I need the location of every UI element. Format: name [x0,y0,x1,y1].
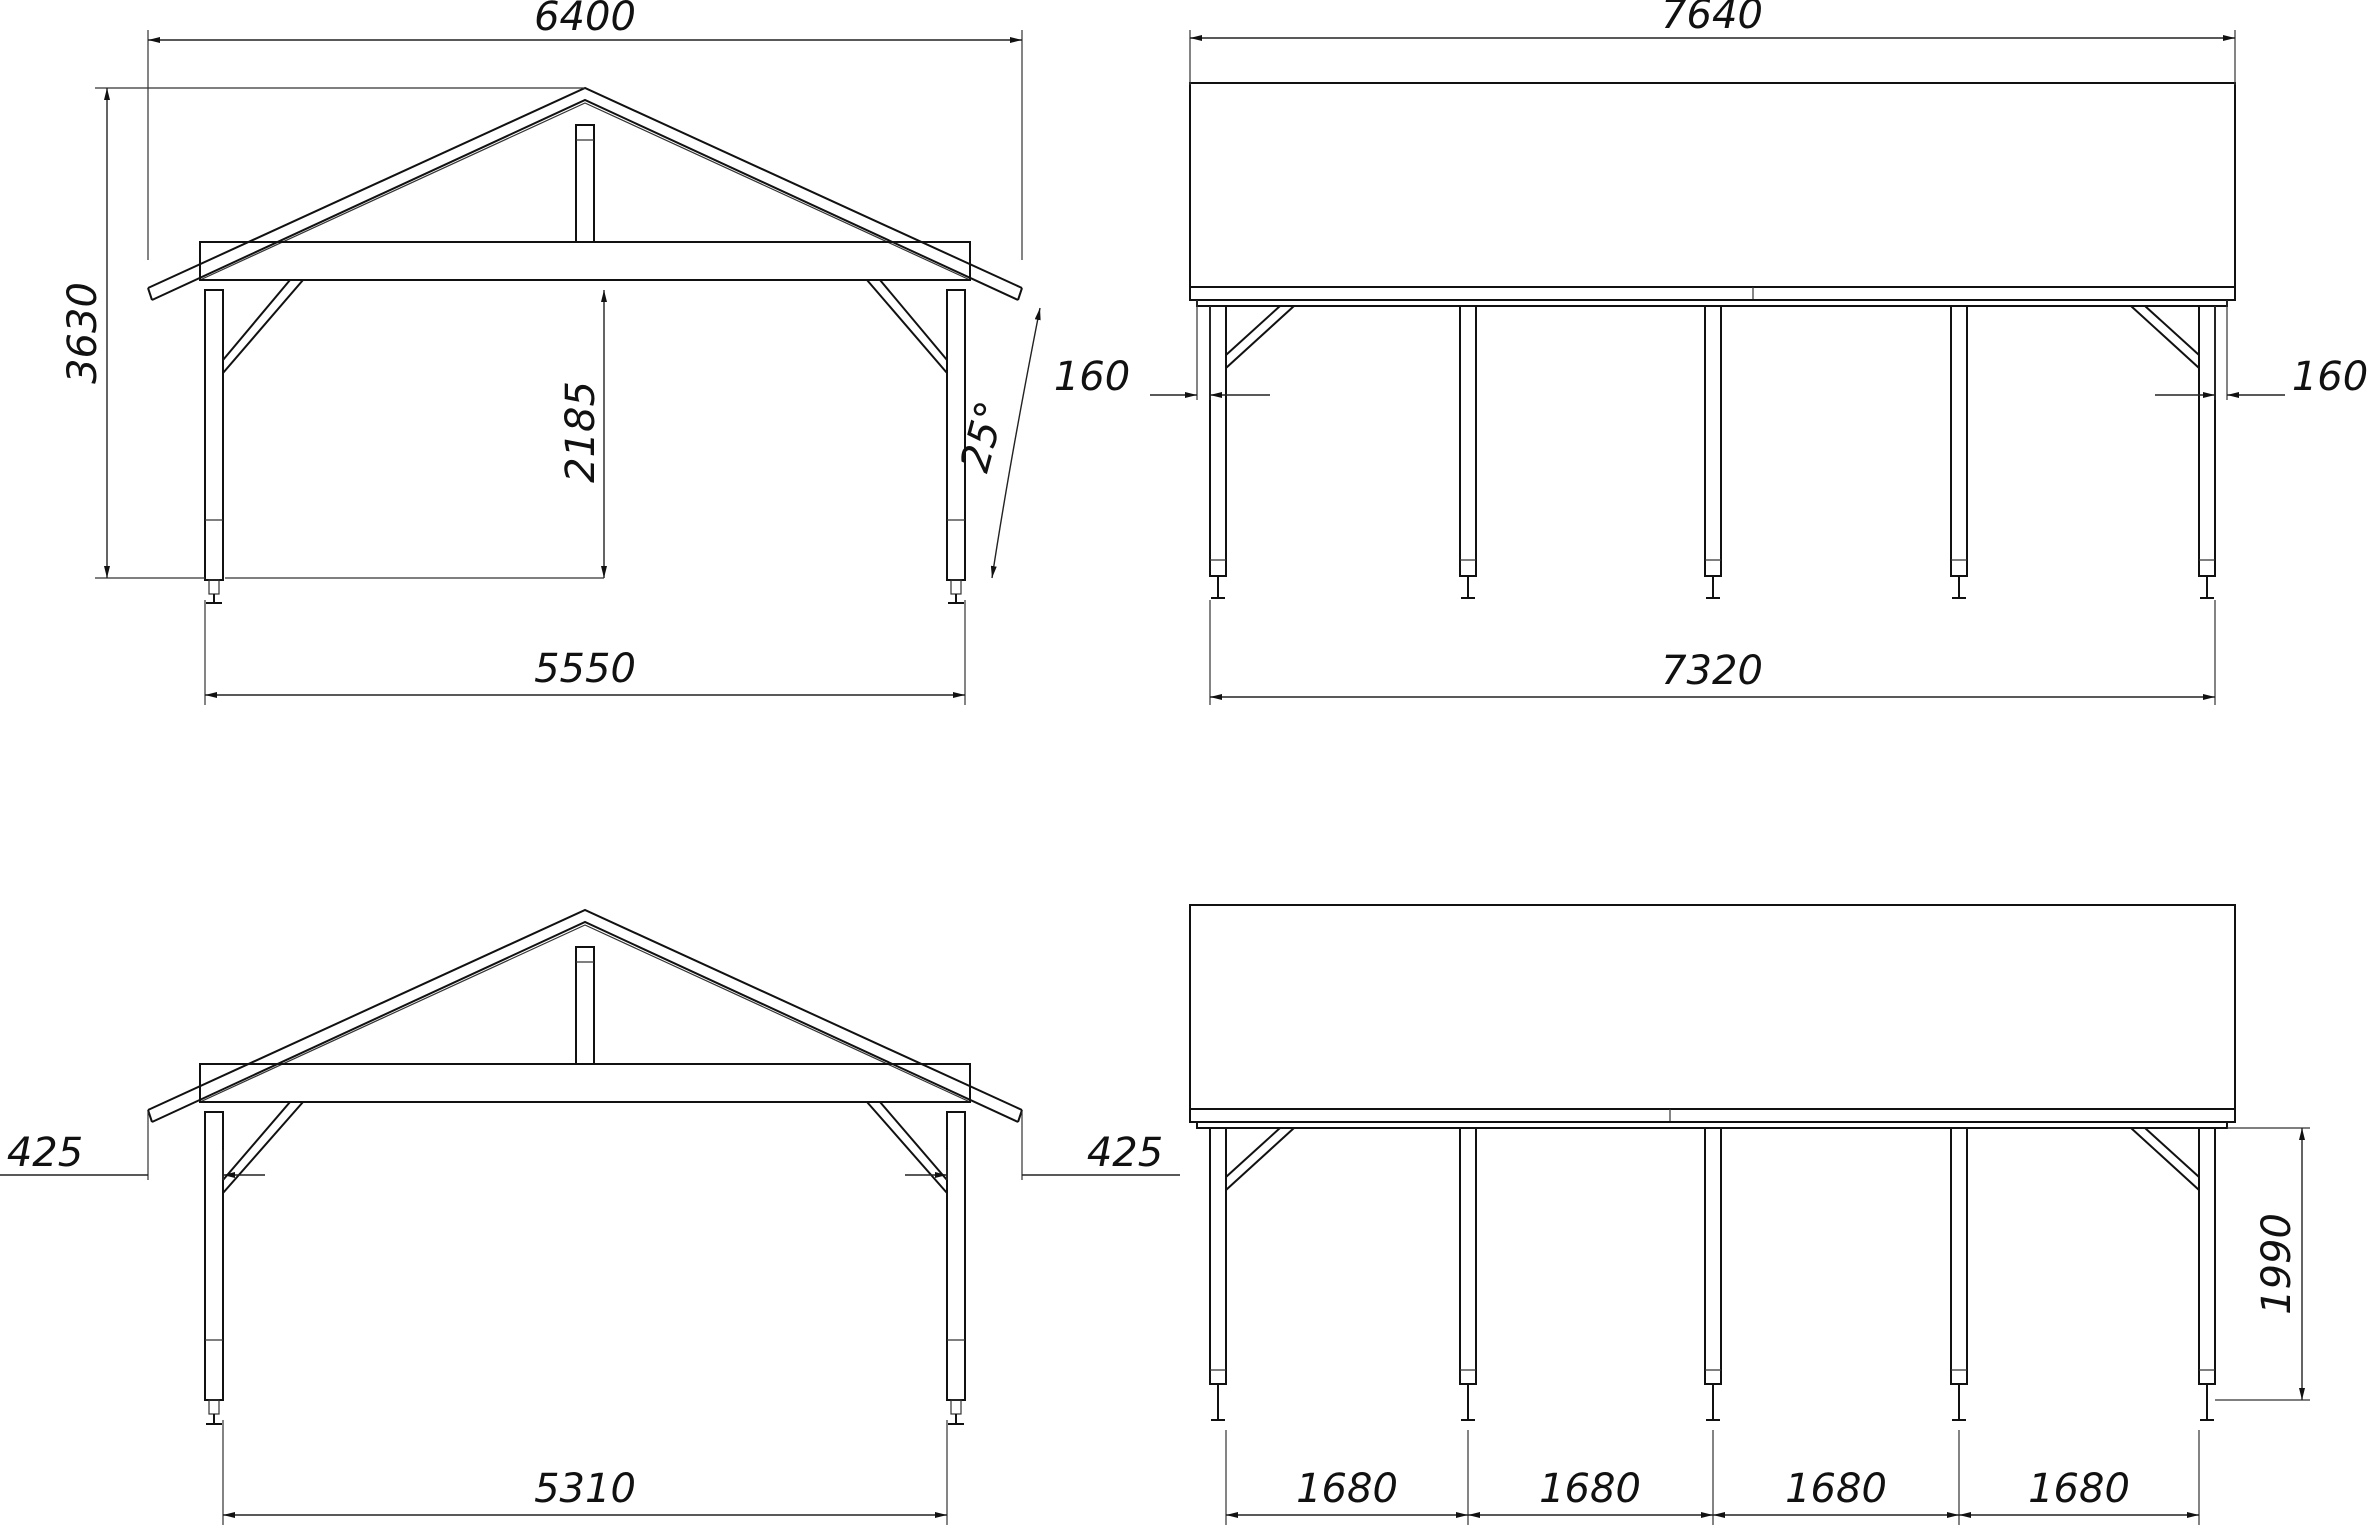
dim-post-span: 5550 [534,646,636,692]
dim-clear-height: 2185 [558,381,604,483]
dim-post-span-length: 7320 [1661,648,1763,694]
front-elevation-top: 6400 3630 2185 25° 5550 [60,0,1041,705]
front-elevation-bottom: 425 425 5310 [0,908,1180,1525]
dim-bay-2: 1680 [1539,1466,1641,1512]
side-elevation-bottom: 1990 1680 1680 1680 1680 [1189,904,2310,1525]
dim-bay-3: 1680 [1785,1466,1887,1512]
dim-offset-right: 160 [2292,354,2368,400]
dim-post-height: 1990 [2254,1213,2300,1315]
dim-overhang-left: 425 [7,1130,83,1176]
dim-roof-angle: 25° [952,396,1015,476]
dim-offset-left: 160 [1054,354,1130,400]
dim-bay-4: 1680 [2028,1466,2130,1512]
dim-overall-length: 7640 [1661,0,1763,38]
side-elevation-top: 7640 160 160 7320 [1054,0,2368,705]
dim-inner-post-span: 5310 [534,1466,636,1512]
dim-overhang-right: 425 [1087,1130,1163,1176]
dim-height: 3630 [60,282,106,384]
dim-bay-1: 1680 [1296,1466,1398,1512]
dim-overall-width: 6400 [534,0,636,40]
